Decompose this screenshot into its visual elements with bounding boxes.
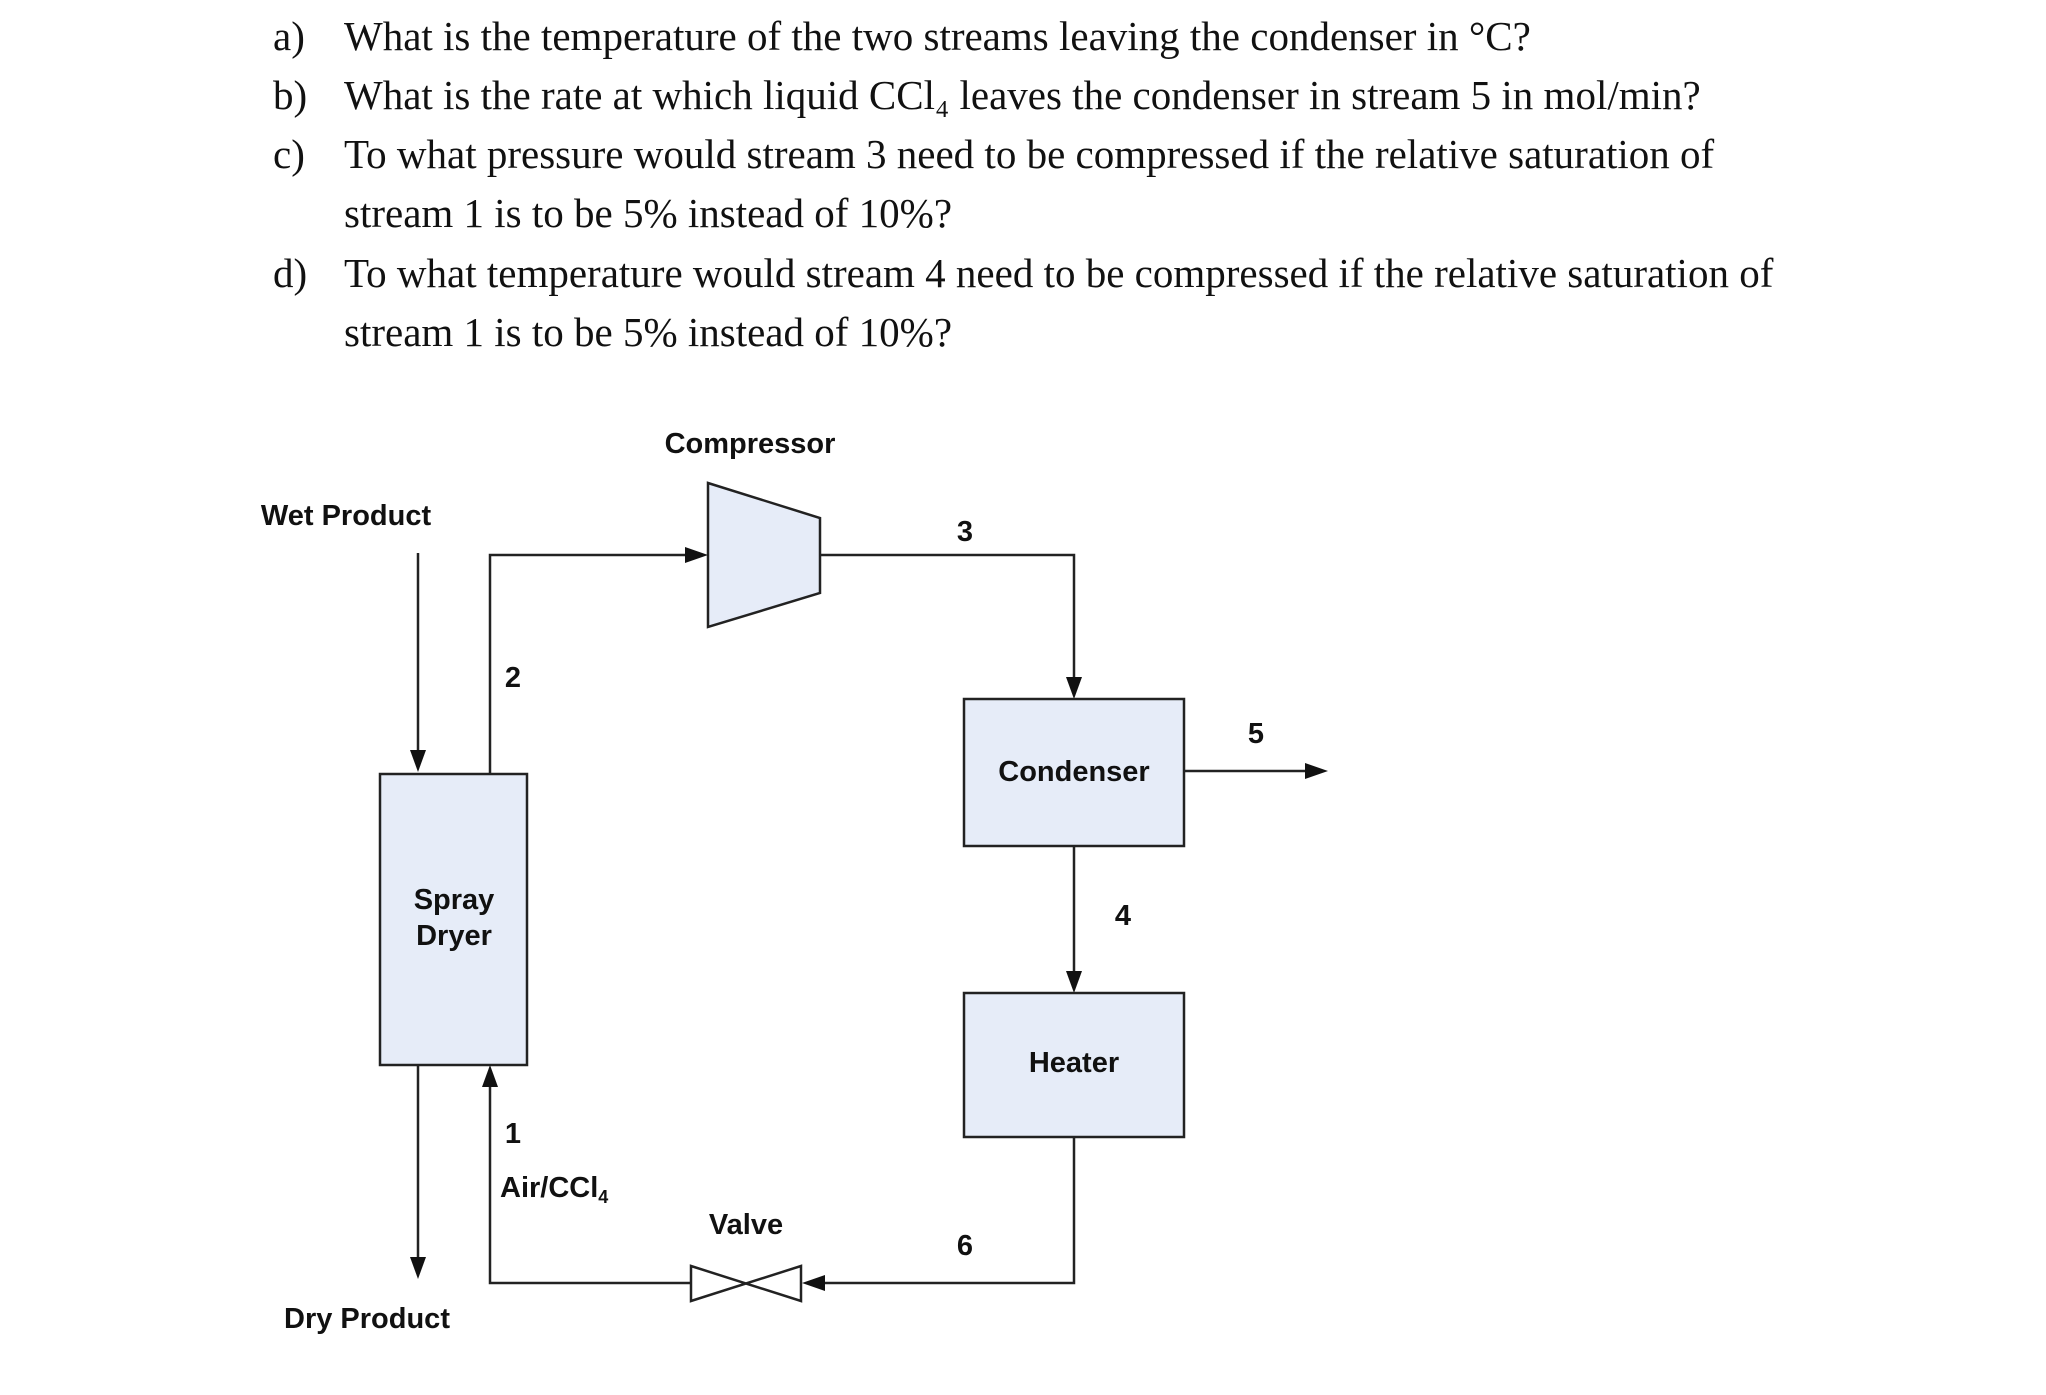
arrowhead xyxy=(410,750,426,772)
stream-3-label: 3 xyxy=(957,516,973,548)
question-label: c) xyxy=(273,131,305,177)
stream-2-line xyxy=(488,553,690,774)
stream-5-label: 5 xyxy=(1248,718,1264,750)
question-label: a) xyxy=(273,13,305,59)
arrowhead xyxy=(482,1065,498,1087)
arrowhead xyxy=(1305,763,1328,779)
dry-product-label: Dry Product xyxy=(284,1303,450,1335)
stream-1-line xyxy=(488,1085,691,1285)
compressor-label: Compressor xyxy=(665,428,836,460)
spray-dryer-label: Spray xyxy=(414,884,495,916)
compressor xyxy=(706,481,822,629)
stream-6-label: 6 xyxy=(957,1230,973,1262)
arrowhead xyxy=(1066,677,1082,699)
condenser xyxy=(962,697,1186,848)
arrowhead xyxy=(410,1257,426,1279)
spray-dryer xyxy=(378,772,529,1067)
question-text: To what pressure would stream 3 need to … xyxy=(344,131,1715,177)
question-text: What is the temperature of the two strea… xyxy=(344,13,1531,59)
question-label: d) xyxy=(273,250,308,296)
question-label: b) xyxy=(273,72,308,118)
valve xyxy=(689,1264,803,1303)
wet-product-label: Wet Product xyxy=(261,500,432,532)
stream-2-label: 2 xyxy=(505,662,521,694)
stream-1-label: 1 xyxy=(505,1118,521,1150)
question-text-cont: stream 1 is to be 5% instead of 10%? xyxy=(344,190,953,236)
question-text-cont: stream 1 is to be 5% instead of 10%? xyxy=(344,309,953,355)
arrowhead xyxy=(1066,971,1082,993)
stream-4-label: 4 xyxy=(1115,900,1131,932)
condenser-label: Condenser xyxy=(998,756,1149,788)
question-text: To what temperature would stream 4 need … xyxy=(344,250,1774,296)
arrowhead xyxy=(685,547,708,563)
spray-dryer-label: Dryer xyxy=(416,920,492,952)
stream-3-line xyxy=(820,553,1076,680)
stream-1-composition: Air/CCl4 xyxy=(500,1172,608,1207)
stream-6-line xyxy=(820,1137,1076,1285)
heater-label: Heater xyxy=(1029,1047,1119,1079)
arrowhead xyxy=(802,1275,825,1291)
question-text: What is the rate at which liquid CCl₄ le… xyxy=(344,72,1701,118)
valve-label: Valve xyxy=(709,1209,783,1241)
